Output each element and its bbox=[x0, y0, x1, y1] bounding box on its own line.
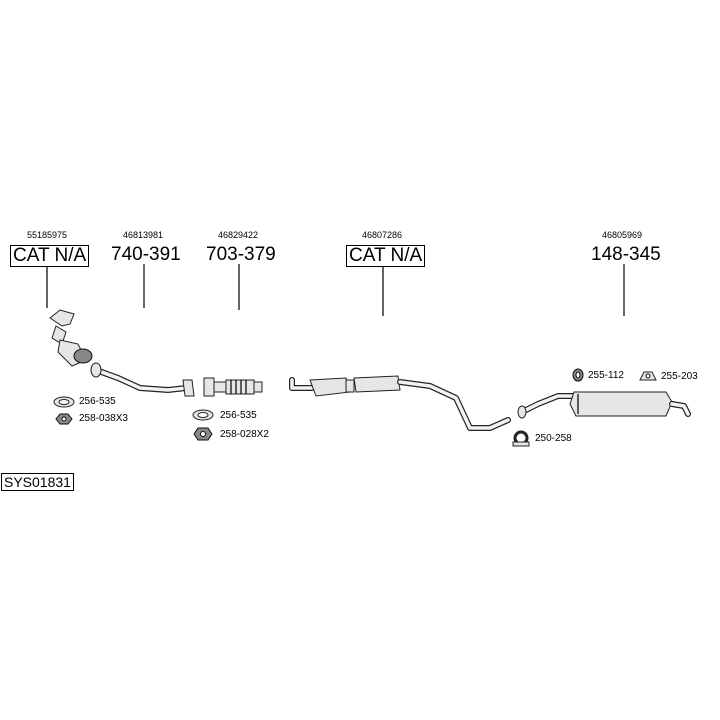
rubber-hanger-icon[interactable] bbox=[572, 368, 584, 382]
nut-icon[interactable] bbox=[193, 427, 213, 441]
oem-number: 46807286 bbox=[362, 230, 403, 240]
rear-silencer-part[interactable] bbox=[517, 391, 691, 419]
part-number-label[interactable]: 740-391 bbox=[111, 244, 181, 265]
part-number-label[interactable]: CAT N/A bbox=[10, 245, 90, 267]
catalyst-middle-pipe-part[interactable] bbox=[289, 375, 511, 431]
part-number-label[interactable]: 148-345 bbox=[591, 244, 661, 265]
oem-number: 46829422 bbox=[218, 230, 259, 240]
accessory-code[interactable]: 255-112 bbox=[588, 370, 624, 381]
oem-number: 46813981 bbox=[123, 230, 164, 240]
leader-lines bbox=[46, 264, 625, 316]
part-number-label[interactable]: 703-379 bbox=[206, 244, 276, 265]
pipe-clamp-icon[interactable] bbox=[512, 430, 530, 447]
accessory-code[interactable]: 258-038X3 bbox=[79, 413, 128, 424]
part-number-label[interactable]: CAT N/A bbox=[346, 245, 426, 267]
manifold-catalyst-part[interactable] bbox=[49, 309, 93, 367]
front-pipe-part[interactable] bbox=[90, 362, 195, 397]
oem-number: 55185975 bbox=[27, 230, 68, 240]
oem-number: 46805969 bbox=[602, 230, 643, 240]
nut-icon[interactable] bbox=[55, 413, 73, 425]
accessory-code[interactable]: 256-535 bbox=[79, 396, 116, 407]
accessory-code[interactable]: 250-258 bbox=[535, 433, 572, 444]
accessory-code[interactable]: 256-535 bbox=[220, 410, 257, 421]
rubber-mount-icon[interactable] bbox=[639, 371, 657, 381]
gasket-ring-icon[interactable] bbox=[53, 396, 75, 408]
system-id-label: SYS01831 bbox=[1, 473, 74, 491]
gasket-ring-icon[interactable] bbox=[192, 409, 214, 421]
accessory-code[interactable]: 255-203 bbox=[661, 371, 698, 382]
accessory-code[interactable]: 258-028X2 bbox=[220, 429, 269, 440]
flex-pipe-part[interactable] bbox=[203, 377, 263, 397]
